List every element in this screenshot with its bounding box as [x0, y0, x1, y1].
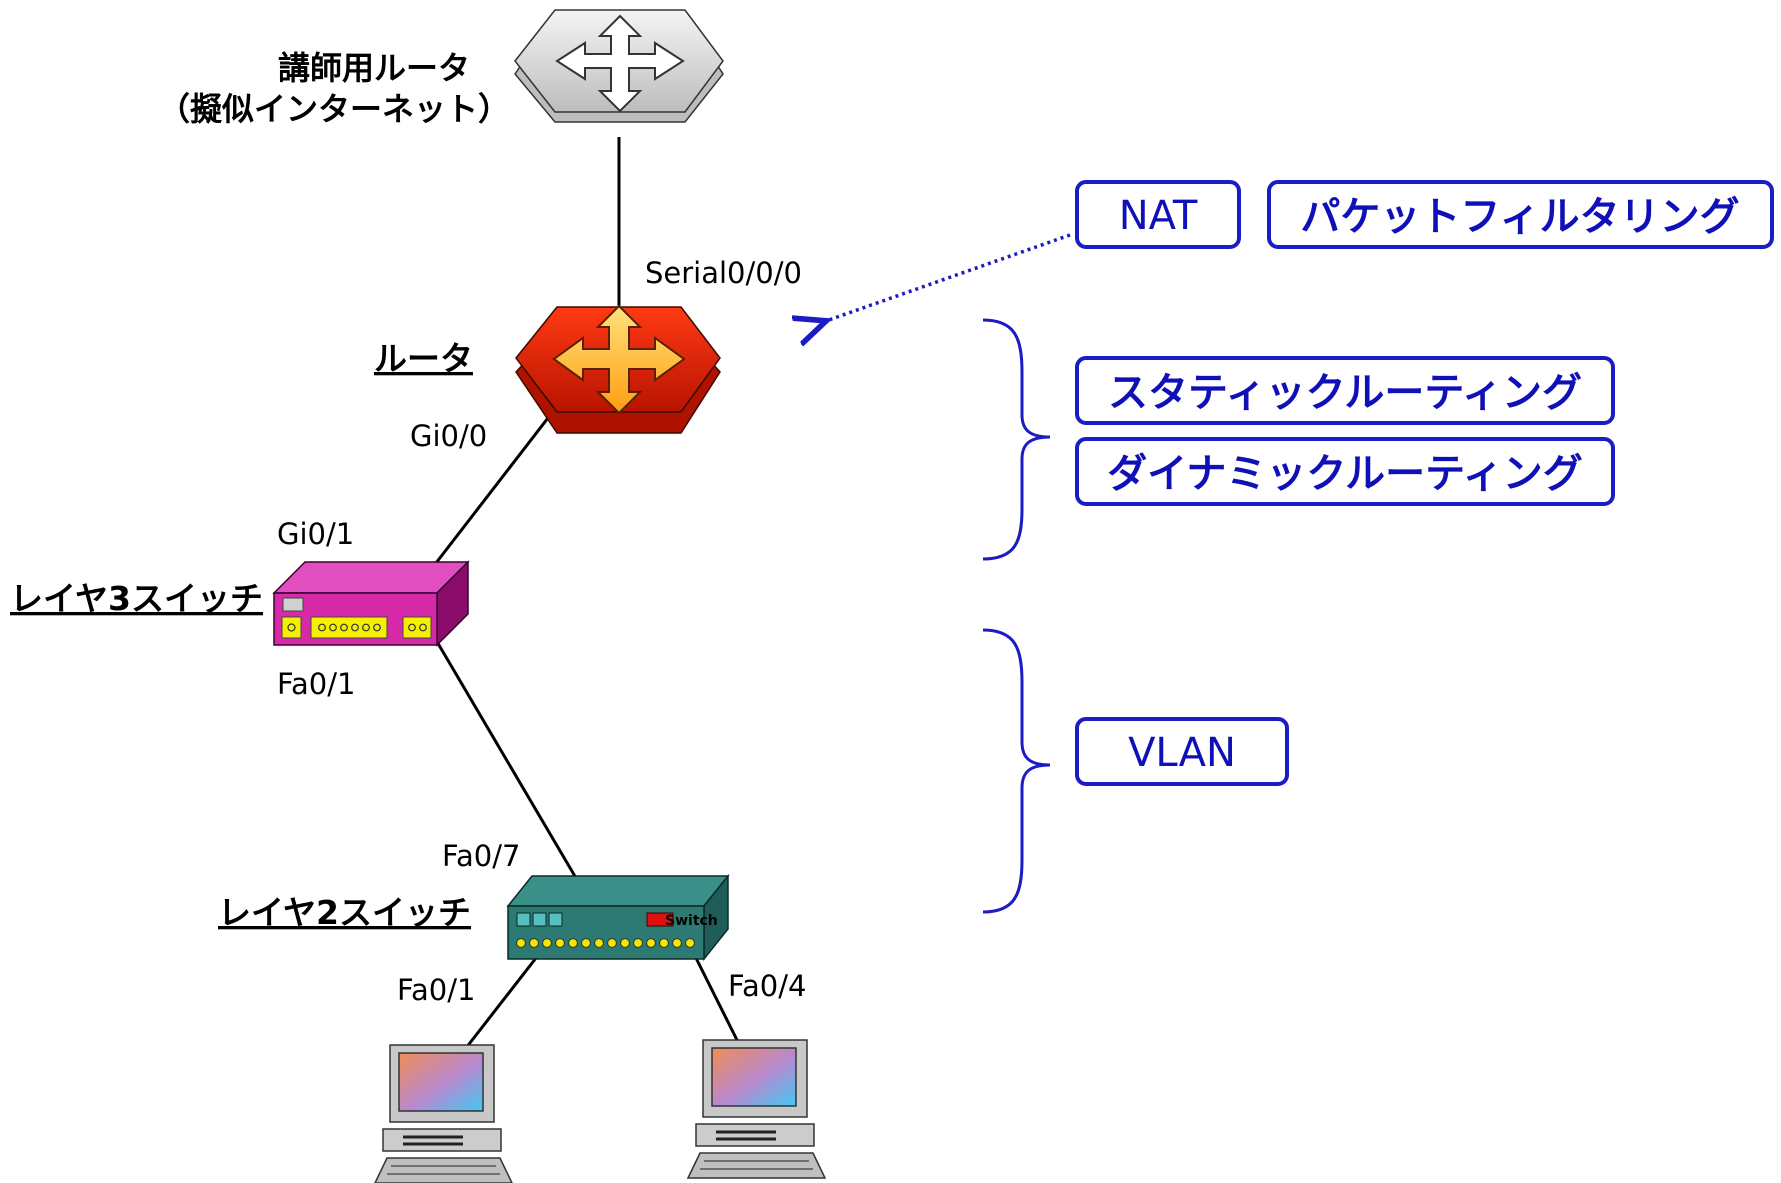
l3-switch-label: レイヤ3スイッチ	[10, 579, 263, 618]
router-label: ルータ	[374, 339, 473, 378]
port-label-l3-gi: Gi0/1	[277, 517, 354, 551]
port-label-l2-uplink: Fa0/7	[442, 839, 520, 873]
link-l3-switch-to-l2-switch	[434, 639, 578, 879]
desktop-computer-icon[interactable]	[374, 1044, 513, 1183]
feature-label-packet-filtering: パケットフィルタリング	[1300, 194, 1739, 240]
link-router-to-l3-switch	[434, 404, 560, 564]
connections	[434, 137, 740, 1049]
port-label-l2-pc2: Fa0/4	[728, 969, 806, 1003]
port-label-serial: Serial0/0/0	[645, 256, 802, 290]
layer3-switch-icon[interactable]	[272, 560, 470, 647]
nat-pointer-arrow	[823, 233, 1071, 322]
desktop-computer-icon[interactable]	[686, 1039, 827, 1179]
instructor-router-label: 講師用ルータ	[278, 49, 470, 87]
feature-box-packet-filtering: パケットフィルタリング	[1267, 180, 1774, 249]
feature-label-dynamic-routing: ダイナミックルーティング	[1107, 451, 1583, 497]
link-l2-switch-to-pc2	[694, 957, 740, 1043]
brace-routing	[982, 318, 1051, 561]
l2-switch-badge: Switch	[665, 913, 718, 929]
feature-box-nat: NAT	[1075, 180, 1241, 249]
link-l2-switch-to-pc1	[464, 957, 538, 1049]
feature-label-nat: NAT	[1119, 193, 1198, 239]
port-label-l2-pc1: Fa0/1	[397, 973, 475, 1007]
feature-box-dynamic-routing: ダイナミックルーティング	[1075, 437, 1615, 506]
feature-label-static-routing: スタティックルーティング	[1108, 370, 1582, 416]
feature-box-vlan: VLAN	[1075, 717, 1289, 786]
instructor-router-icon[interactable]	[514, 9, 724, 123]
port-label-l3-fa: Fa0/1	[277, 667, 355, 701]
router-icon[interactable]	[515, 304, 721, 434]
feature-label-vlan: VLAN	[1128, 730, 1236, 776]
port-label-router-gi: Gi0/0	[410, 419, 487, 453]
layer2-switch-icon[interactable]	[506, 873, 730, 962]
brace-vlan	[982, 628, 1051, 914]
instructor-router-sublabel: （擬似インターネット）	[158, 90, 510, 128]
l2-switch-label: レイヤ2スイッチ	[218, 893, 471, 932]
feature-box-static-routing: スタティックルーティング	[1075, 356, 1615, 425]
